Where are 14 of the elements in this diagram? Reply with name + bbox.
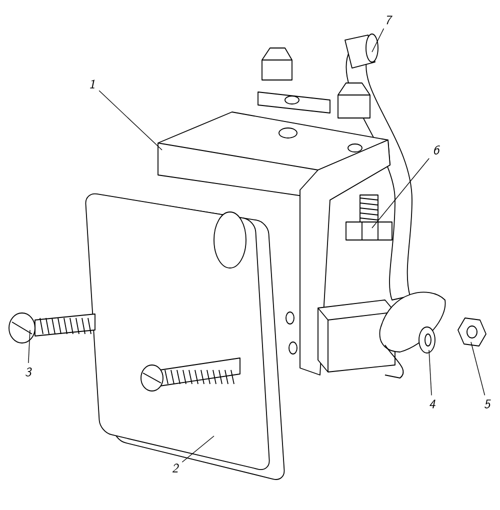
callout-number: 7 — [386, 16, 392, 24]
callout-number: 3 — [26, 368, 32, 376]
leader-line — [372, 158, 430, 228]
leader-line — [28, 330, 30, 364]
leader-line — [98, 90, 162, 150]
leader-line — [182, 436, 214, 462]
callout-number: 4 — [430, 400, 436, 408]
leader-line — [470, 342, 486, 396]
leader-line — [428, 350, 432, 396]
callout-number: 5 — [484, 400, 491, 408]
callout-number: 6 — [434, 146, 440, 154]
leader-line — [372, 28, 384, 52]
callout-number: 1 — [90, 80, 94, 88]
callout-number: 2 — [172, 464, 179, 472]
